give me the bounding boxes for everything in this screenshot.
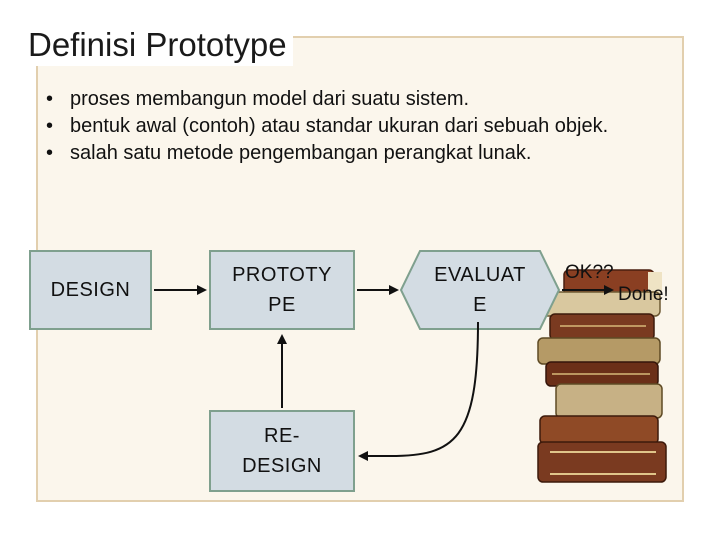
arrow-evaluate-to-redesign: [358, 321, 479, 461]
prototype-box: PROTOTY PE: [209, 250, 355, 330]
evaluate-hexagon: [400, 250, 560, 330]
bullet-item: salah satu metode pengembangan perangkat…: [42, 140, 662, 167]
design-label: DESIGN: [50, 279, 131, 301]
redesign-label: RE- DESIGN: [242, 425, 322, 477]
done-label: Done!: [618, 284, 669, 305]
ok-label: OK??: [565, 262, 614, 283]
bullet-item: bentuk awal (contoh) atau standar ukuran…: [42, 113, 662, 140]
evaluate-box: EVALUAT E: [400, 250, 560, 330]
evaluate-label: EVALUAT E: [434, 264, 526, 316]
prototype-label: PROTOTY PE: [232, 264, 332, 316]
redesign-box: RE- DESIGN: [209, 410, 355, 492]
slide-title: Definisi Prototype: [26, 26, 293, 66]
bullet-list: proses membangun model dari suatu sistem…: [42, 86, 662, 167]
design-box: DESIGN: [29, 250, 152, 330]
bullet-item: proses membangun model dari suatu sistem…: [42, 86, 662, 113]
